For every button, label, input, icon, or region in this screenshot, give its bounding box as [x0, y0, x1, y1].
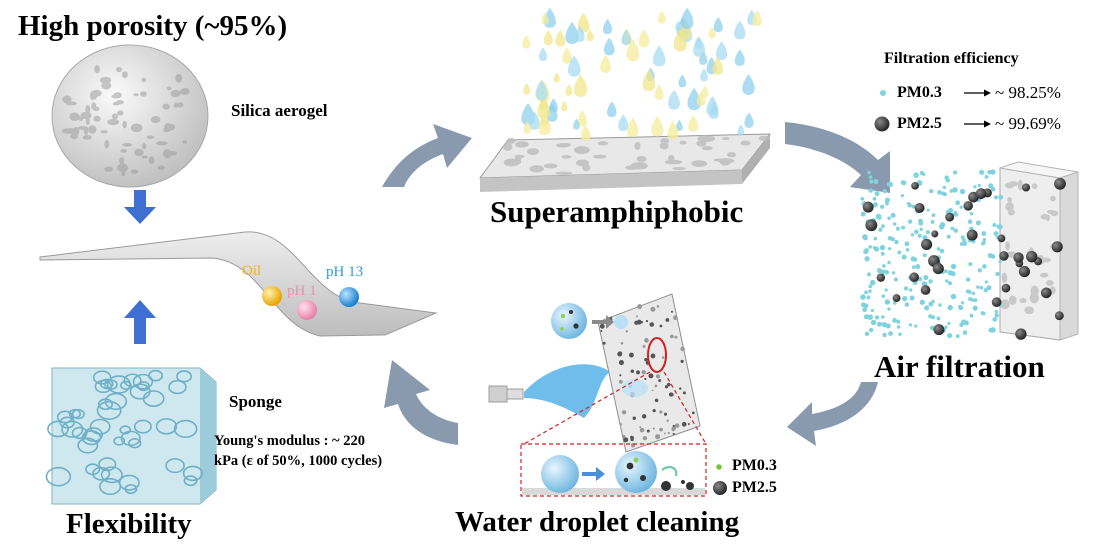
high-porosity-title: High porosity (~95%)	[18, 10, 288, 42]
oil-droplet-icon	[262, 286, 282, 306]
legend-pm25-marker-icon	[713, 481, 727, 495]
cycle-arrow-top-right-icon	[785, 122, 890, 193]
pm25-marker-icon	[874, 116, 890, 132]
youngs-modulus-line1: Young's modulus : ~ 220	[214, 433, 365, 449]
pm25-efficiency-arrow-icon	[964, 120, 991, 128]
legend-pm25-label: PM2.5	[732, 479, 777, 496]
zoom-guide-lines	[520, 371, 707, 497]
cycle-arrow-top-left-icon	[382, 124, 472, 187]
magnified-droplet-icon	[551, 303, 628, 339]
water-jet-icon	[524, 364, 610, 418]
pm03-marker-icon	[880, 90, 886, 96]
silica-aerogel-label: Silica aerogel	[231, 101, 328, 120]
flexibility-title: Flexibility	[66, 508, 192, 540]
water-droplet-cleaning-title: Water droplet cleaning	[455, 506, 740, 538]
air-filtration-title: Air filtration	[874, 349, 1045, 384]
youngs-modulus-line2: kPa (ε of 50%, 1000 cycles)	[214, 453, 383, 469]
ph1-droplet-icon	[297, 300, 317, 320]
cycle-arrow-bottom-right-icon	[787, 382, 878, 446]
sponge-label: Sponge	[229, 392, 282, 411]
filtration-efficiency-heading: Filtration efficiency	[884, 50, 1019, 67]
zoom-inset-image	[522, 451, 705, 495]
legend-pm03-label: PM0.3	[732, 457, 777, 474]
filtration-pm25-label: PM2.5	[897, 115, 942, 132]
ph13-label: pH 13	[326, 264, 364, 280]
flexible-sheet-image	[39, 231, 438, 337]
silica-aerogel-image	[51, 44, 209, 188]
blue-down-arrow-icon	[124, 190, 156, 224]
superamphiphobic-surface-image	[478, 7, 772, 192]
cycle-arrow-bottom-left-icon	[384, 360, 458, 445]
superamphiphobic-title: Superamphiphobic	[490, 194, 744, 229]
pm03-efficiency-arrow-icon	[964, 89, 991, 97]
filtration-pm03-label: PM0.3	[897, 84, 942, 101]
air-filtration-image	[860, 161, 1079, 341]
ph13-droplet-icon	[339, 287, 359, 307]
filtration-pm25-value: ~ 99.69%	[995, 114, 1061, 133]
ph1-label: pH 1	[287, 283, 317, 299]
sponge-image	[45, 367, 217, 505]
filtration-pm03-value: ~ 98.25%	[995, 83, 1061, 102]
blue-up-arrow-icon	[124, 300, 156, 344]
legend-pm03-marker-icon	[716, 464, 722, 470]
sprayer-nozzle-icon	[488, 385, 524, 403]
oil-label: Oil	[242, 263, 262, 279]
